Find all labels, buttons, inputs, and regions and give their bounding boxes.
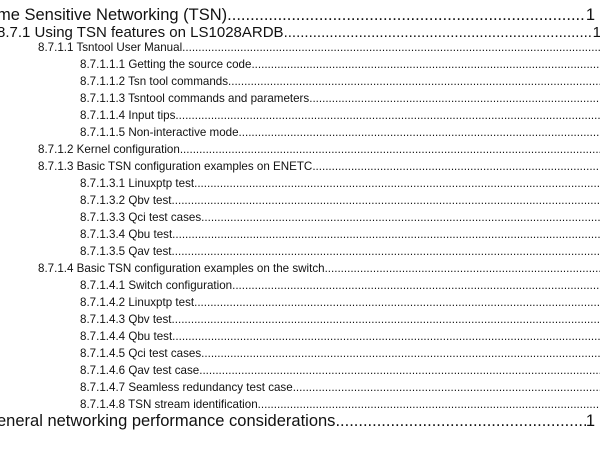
toc-entry-title: 8.7.1.4.7 Seamless redundancy test case bbox=[80, 381, 293, 394]
toc-entry[interactable]: 8.7.1.2 Kernel configuration1 bbox=[38, 143, 600, 156]
toc-entry-title: 8.7.1.1.3 Tsntool commands and parameter… bbox=[80, 92, 310, 105]
toc-entry-title: 8.7.1.1.1 Getting the source code bbox=[80, 58, 252, 71]
toc-entry[interactable]: 8.7.1.4.4 Qbu test1 bbox=[80, 330, 600, 343]
toc-entry[interactable]: 8.7.1.4.3 Qbv test1 bbox=[80, 313, 600, 326]
dot-leader bbox=[228, 75, 600, 88]
dot-leader bbox=[258, 398, 600, 411]
dot-leader bbox=[251, 58, 599, 71]
toc-entry-title: 8.7.1.4.6 Qav test case bbox=[80, 364, 200, 377]
toc-entry[interactable]: 8.7.1.4.1 Switch configuration1 bbox=[80, 279, 600, 292]
dot-leader bbox=[284, 24, 593, 41]
toc-entry[interactable]: 8.7.1.4.7 Seamless redundancy test case1 bbox=[80, 381, 600, 394]
toc-page-number: 1 bbox=[592, 24, 600, 41]
dot-leader bbox=[172, 330, 599, 343]
toc-entry[interactable]: 8.7.1.3.3 Qci test cases1 bbox=[80, 211, 600, 224]
toc-entry[interactable]: me Sensitive Networking (TSN) 1 bbox=[0, 6, 595, 25]
toc-entry-title: 8.7.1.4 Basic TSN configuration examples… bbox=[38, 262, 325, 275]
toc-entry-title: 8.7.1.4.1 Switch configuration bbox=[80, 279, 233, 292]
toc-entry-title: 8.7.1.4.8 TSN stream identification bbox=[80, 398, 258, 411]
toc-entry[interactable]: 8.7.1 Using TSN features on LS1028ARDB 1 bbox=[0, 24, 600, 41]
toc-entry-title: 8.7.1.3.5 Qav test bbox=[80, 245, 172, 258]
toc-entry[interactable]: 8.7.1.4.5 Qci test cases1 bbox=[80, 347, 600, 360]
toc-entry[interactable]: 8.7.1.1.5 Non-interactive mode1 bbox=[80, 126, 600, 139]
dot-leader bbox=[201, 347, 599, 360]
toc-entry[interactable]: 8.7.1.1.1 Getting the source code1 bbox=[80, 58, 600, 71]
dot-leader bbox=[325, 262, 600, 275]
toc-entry[interactable]: 8.7.1.3.5 Qav test1 bbox=[80, 245, 600, 258]
dot-leader bbox=[239, 126, 600, 139]
toc-entry-title: 8.7.1.4.3 Qbv test bbox=[80, 313, 172, 326]
toc-entry[interactable]: 8.7.1.4.2 Linuxptp test1 bbox=[80, 296, 600, 309]
toc-entry[interactable]: 8.7.1.3.4 Qbu test1 bbox=[80, 228, 600, 241]
toc-entry-title: 8.7.1.1.5 Non-interactive mode bbox=[80, 126, 239, 139]
toc-entry[interactable]: 8.7.1.1.4 Input tips1 bbox=[80, 109, 600, 122]
toc-entry-title: 8.7.1.3.2 Qbv test bbox=[80, 194, 172, 207]
toc-entry-title: me Sensitive Networking (TSN) bbox=[0, 6, 228, 24]
toc-entry[interactable]: 8.7.1.3.2 Qbv test1 bbox=[80, 194, 600, 207]
dot-leader bbox=[194, 296, 599, 309]
toc-entry[interactable]: 8.7.1.1.3 Tsntool commands and parameter… bbox=[80, 92, 600, 105]
dot-leader bbox=[175, 109, 599, 122]
dot-leader bbox=[194, 177, 599, 190]
toc-entry-title: 8.7.1.2 Kernel configuration bbox=[38, 143, 180, 156]
dot-leader bbox=[180, 143, 600, 156]
toc-page-number: 1 bbox=[585, 412, 595, 430]
toc-entry-title: 8.7.1.4.2 Linuxptp test bbox=[80, 296, 195, 309]
dot-leader bbox=[172, 313, 600, 326]
dot-leader bbox=[227, 6, 586, 25]
dot-leader bbox=[293, 381, 600, 394]
dot-leader bbox=[172, 228, 599, 241]
toc-entry-title: 8.7.1.1.4 Input tips bbox=[80, 109, 176, 122]
toc-entry[interactable]: 8.7.1.4 Basic TSN configuration examples… bbox=[38, 262, 600, 275]
toc-entry[interactable]: 8.7.1.3.1 Linuxptp test1 bbox=[80, 177, 600, 190]
dot-leader bbox=[201, 211, 599, 224]
toc-entry-title: 8.7.1.4.5 Qci test cases bbox=[80, 347, 202, 360]
toc-entry-title: 8.7.1.3.4 Qbu test bbox=[80, 228, 173, 241]
toc-entry-title: 8.7.1.3 Basic TSN configuration examples… bbox=[38, 160, 313, 173]
dot-leader bbox=[172, 194, 600, 207]
toc-entry[interactable]: 8.7.1.3 Basic TSN configuration examples… bbox=[38, 160, 600, 173]
toc-entry-title: 8.7.1.1 Tsntool User Manual bbox=[38, 41, 183, 54]
dot-leader bbox=[232, 279, 599, 292]
dot-leader bbox=[335, 412, 585, 431]
toc-entry[interactable]: 8.7.1.4.8 TSN stream identification1 bbox=[80, 398, 600, 411]
toc-entry[interactable]: 8.7.1.4.6 Qav test case1 bbox=[80, 364, 600, 377]
toc-page-number: 1 bbox=[585, 6, 595, 24]
dot-leader bbox=[199, 364, 599, 377]
toc-entry[interactable]: 8.7.1.1 Tsntool User Manual1 bbox=[38, 41, 600, 54]
dot-leader bbox=[312, 160, 599, 173]
toc-entry-title: 8.7.1.1.2 Tsn tool commands bbox=[80, 75, 229, 88]
toc-entry[interactable]: eneral networking performance considerat… bbox=[0, 412, 595, 431]
toc-entry-title: 8.7.1 Using TSN features on LS1028ARDB bbox=[0, 24, 284, 41]
toc-entry-title: eneral networking performance considerat… bbox=[0, 412, 336, 430]
toc-entry-title: 8.7.1.3.3 Qci test cases bbox=[80, 211, 202, 224]
toc-entry-title: 8.7.1.3.1 Linuxptp test bbox=[80, 177, 195, 190]
dot-leader bbox=[182, 41, 599, 54]
toc-entry-title: 8.7.1.4.4 Qbu test bbox=[80, 330, 173, 343]
dot-leader bbox=[309, 92, 599, 105]
dot-leader bbox=[172, 245, 600, 258]
toc-entry[interactable]: 8.7.1.1.2 Tsn tool commands1 bbox=[80, 75, 600, 88]
